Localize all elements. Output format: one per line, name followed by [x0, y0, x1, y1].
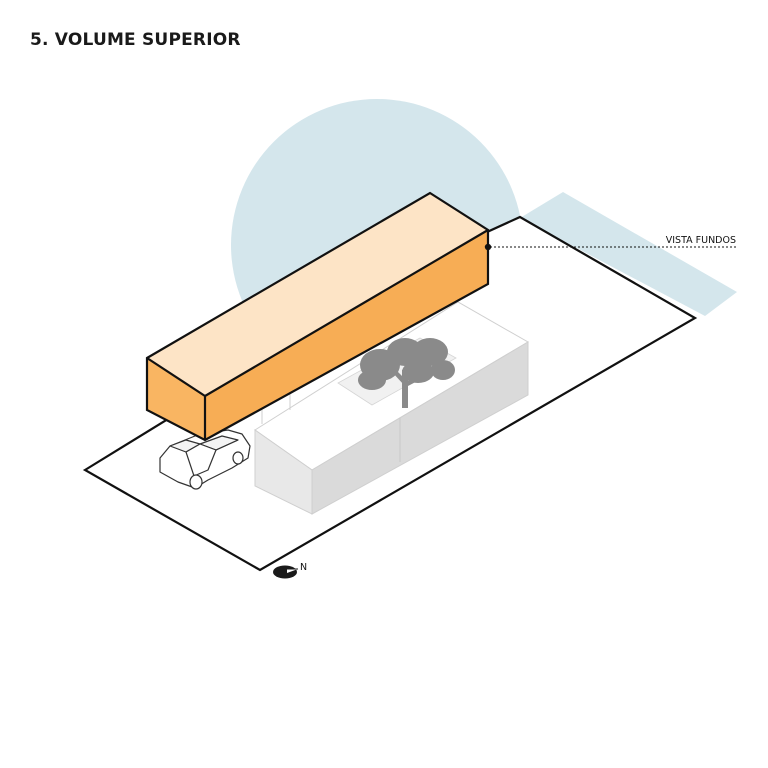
- upper-volume-side: [205, 230, 488, 440]
- rear-view-sky-band: [520, 192, 737, 316]
- callout-dot: [484, 243, 492, 251]
- north-label: N: [300, 562, 307, 573]
- north-arrow-icon: [273, 565, 298, 579]
- upper-volume: [145, 191, 490, 442]
- diagram-title: 5. VOLUME SUPERIOR: [30, 30, 241, 50]
- tree-icon: [358, 338, 455, 408]
- lower-volume-side: [311, 341, 529, 515]
- upper-volume-front: [147, 358, 205, 440]
- car-icon: [159, 429, 251, 490]
- upper-volume-top: [147, 193, 488, 396]
- rear-view-label: VISTA FUNDOS: [666, 235, 736, 246]
